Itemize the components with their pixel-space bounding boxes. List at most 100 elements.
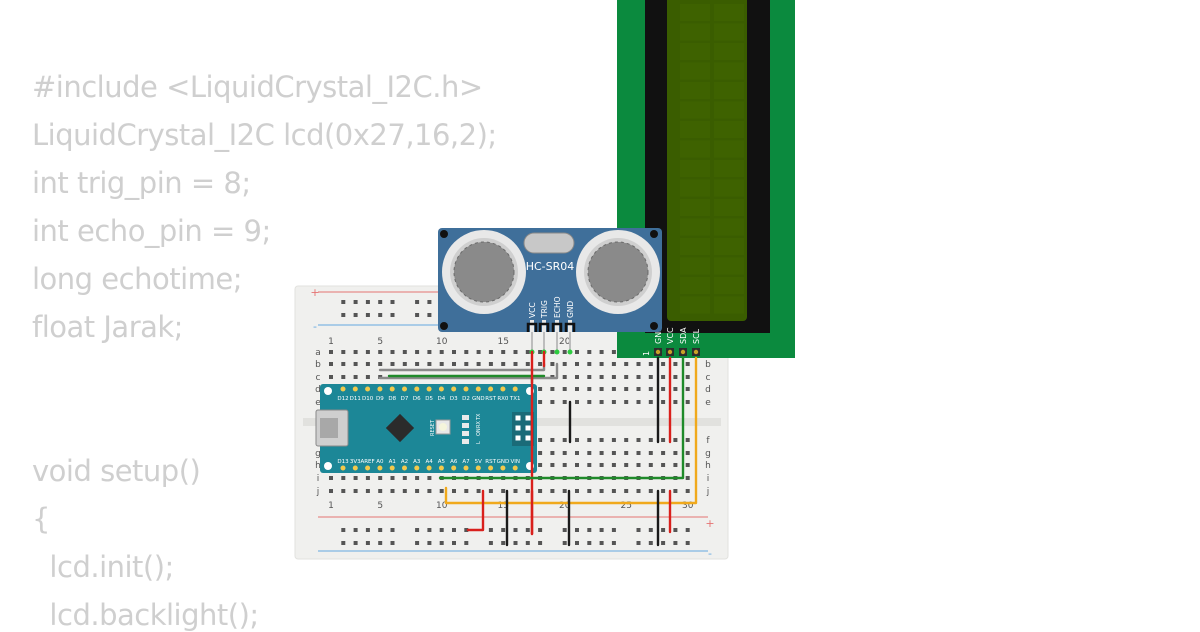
column-number-top: 20 <box>559 337 571 347</box>
lcd-character-cell <box>680 179 710 197</box>
breadboard-hole <box>673 375 678 379</box>
rail-hole <box>378 528 383 532</box>
breadboard-hole <box>538 387 543 391</box>
breadboard-hole <box>648 463 653 467</box>
breadboard-hole <box>476 362 481 366</box>
breadboard-hole <box>378 489 383 493</box>
breadboard-hole <box>624 489 629 493</box>
rail-hole <box>464 528 469 532</box>
lcd-character-cell <box>680 82 710 99</box>
rail-hole <box>341 541 346 545</box>
breadboard-hole <box>353 489 358 493</box>
breadboard-hole <box>488 489 493 493</box>
breadboard-hole <box>673 438 678 442</box>
breadboard-hole <box>562 350 567 354</box>
breadboard-hole <box>353 476 358 480</box>
rail-hole <box>415 313 420 317</box>
breadboard-hole <box>550 350 555 354</box>
lcd-character-cell <box>714 257 744 275</box>
breadboard-hole <box>575 438 579 442</box>
lcd-character-cell <box>680 296 710 314</box>
breadboard-hole <box>415 350 420 354</box>
nano-led <box>462 439 469 444</box>
breadboard-hole <box>525 350 530 354</box>
nano-top-pin <box>500 386 506 392</box>
row-letter-right: d <box>705 385 711 395</box>
lcd-character-cell <box>680 4 710 21</box>
breadboard-hole <box>365 489 370 493</box>
breadboard-hole <box>685 400 690 404</box>
breadboard-hole <box>685 476 690 480</box>
nano-icsp-pin <box>525 425 531 431</box>
code-line: { <box>32 502 50 536</box>
code-line: LiquidCrystal_I2C lcd(0x27,16,2); <box>32 118 497 152</box>
breadboard-hole <box>550 400 555 404</box>
column-number-top: 5 <box>377 337 383 347</box>
rail-hole <box>378 313 383 317</box>
row-letter-right: g <box>705 449 711 459</box>
sensor-pin-contact <box>554 349 560 355</box>
breadboard-hole <box>488 362 493 366</box>
rail-hole <box>353 300 358 304</box>
breadboard-hole <box>673 489 678 493</box>
rail-hole <box>525 541 530 545</box>
lcd-character-cell <box>680 140 710 158</box>
code-line: long echotime; <box>32 262 243 296</box>
sensor-pin <box>530 320 534 332</box>
breadboard-hole <box>464 362 469 366</box>
rail-hole <box>636 528 641 532</box>
lcd-character-cell <box>680 62 710 80</box>
transducer-mesh-pattern <box>453 241 515 303</box>
breadboard-hole <box>464 350 469 354</box>
row-letter-right: f <box>706 436 710 446</box>
breadboard-hole <box>538 350 543 354</box>
rail-hole <box>464 541 469 545</box>
rail-hole <box>513 528 518 532</box>
breadboard-hole <box>464 489 469 493</box>
row-letter-left: e <box>315 398 321 408</box>
rail-hole <box>636 541 641 545</box>
rail-hole <box>661 541 666 545</box>
breadboard-hole <box>575 350 579 354</box>
breadboard-hole <box>538 362 543 366</box>
nano-top-pin <box>463 386 469 392</box>
nano-led <box>462 431 469 436</box>
lcd-character-cell <box>680 218 710 236</box>
breadboard-hole <box>550 489 555 493</box>
rail-hole <box>415 300 420 304</box>
breadboard-hole <box>599 400 604 404</box>
lcd-character-cell <box>714 296 744 314</box>
breadboard-hole <box>329 489 333 493</box>
breadboard-hole <box>599 375 604 379</box>
breadboard-hole <box>685 438 690 442</box>
nano-usb-inner <box>320 418 338 438</box>
column-number-bottom: 20 <box>559 501 571 511</box>
rail-hole <box>648 541 653 545</box>
lcd-pin-label: GND <box>654 326 663 344</box>
rail-hole <box>501 541 506 545</box>
lcd-character-cell <box>680 160 710 177</box>
breadboard-hole <box>365 362 370 366</box>
breadboard-hole <box>329 350 333 354</box>
rail-hole <box>673 528 678 532</box>
breadboard-hole <box>673 451 678 455</box>
lcd-character-cell <box>714 62 744 80</box>
rail-minus-sign: - <box>313 320 317 333</box>
nano-top-pin <box>475 386 481 392</box>
code-line: void setup() <box>32 454 201 488</box>
breadboard-hole <box>513 489 518 493</box>
nano-top-pin-label: RST <box>485 396 496 402</box>
breadboard-hole <box>611 387 616 391</box>
rail-hole <box>575 528 579 532</box>
nano-led-label: L <box>476 441 482 444</box>
nano-top-pin-label: D4 <box>438 396 446 402</box>
row-letter-left: a <box>315 348 321 358</box>
breadboard-hole <box>661 489 666 493</box>
breadboard-hole <box>501 489 506 493</box>
rail-hole <box>452 541 456 545</box>
rail-plus-sign: + <box>310 286 319 299</box>
wire-echo <box>378 362 559 380</box>
sensor-mount-hole <box>650 322 658 330</box>
lcd-header-pin-pad <box>693 349 699 355</box>
